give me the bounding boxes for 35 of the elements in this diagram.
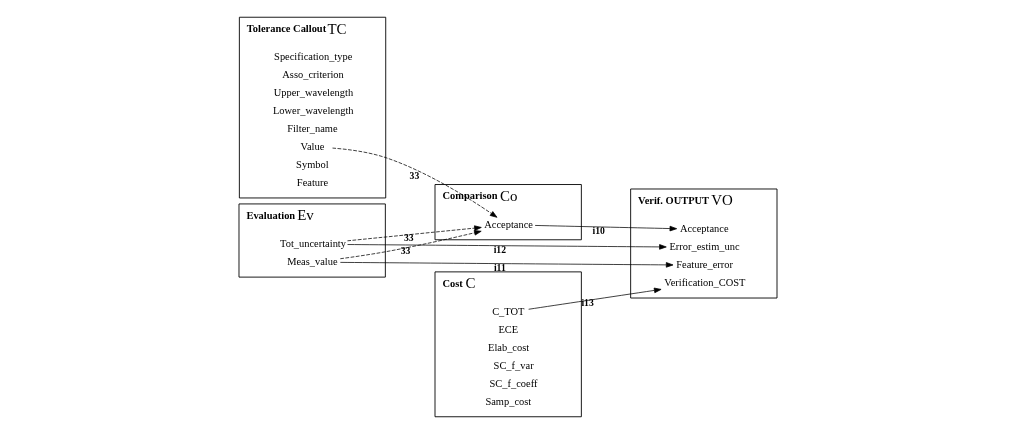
- edge-label: i10: [592, 225, 605, 237]
- edge-label: 33: [400, 244, 411, 256]
- arrow: [347, 244, 667, 250]
- arrow: [339, 230, 482, 260]
- node-text: C_TOT: [492, 305, 525, 317]
- node-text: Acceptance: [484, 218, 533, 230]
- node-text: Upper_wavelength: [273, 87, 354, 99]
- arrow: [534, 225, 678, 232]
- node-text: Symbol: [296, 158, 329, 170]
- arrow: [339, 262, 674, 268]
- node-text: Verification_COST: [664, 276, 746, 288]
- node-text: Elab_cost: [488, 341, 530, 353]
- arrow: [528, 287, 662, 310]
- edge-label: i13: [581, 297, 594, 309]
- node-text: Error_estim_unc: [669, 241, 740, 253]
- edge-label: 33: [409, 169, 420, 181]
- node-text: SC_f_coeff: [489, 377, 538, 389]
- node-text: Feature: [296, 176, 329, 188]
- node-text: Tot_uncertainty: [280, 238, 346, 250]
- node-text: Value: [300, 140, 325, 152]
- node-text: Filter_name: [287, 123, 338, 135]
- arrow: [347, 225, 482, 242]
- edge-label: i11: [493, 261, 506, 273]
- node-text: SC_f_var: [493, 359, 534, 371]
- node-text: ECE: [498, 323, 519, 335]
- arrow: [332, 147, 498, 218]
- node-text: Acceptance: [679, 223, 729, 235]
- node-text: Samp_cost: [485, 395, 532, 407]
- node-text: Meas_value: [287, 255, 338, 267]
- node-text: Specification_type: [274, 51, 353, 63]
- edge-label: 33: [403, 232, 414, 244]
- node-text: Lower_wavelength: [272, 105, 354, 117]
- node-text: Feature_error: [676, 258, 733, 270]
- edge-label: i12: [493, 243, 507, 255]
- node-text: Asso_criterion: [282, 69, 344, 81]
